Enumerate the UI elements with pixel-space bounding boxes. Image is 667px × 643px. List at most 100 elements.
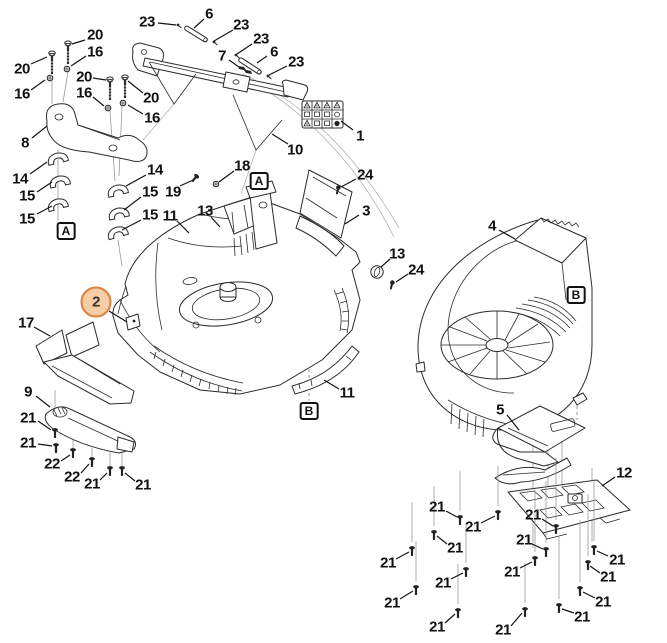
part-callout-5: 5 bbox=[496, 401, 504, 419]
part-callout-24: 24 bbox=[408, 261, 424, 279]
part-callout-21: 21 bbox=[429, 498, 445, 516]
leader-line bbox=[269, 66, 287, 75]
leader-line bbox=[128, 81, 143, 93]
leader-line bbox=[597, 551, 608, 556]
part-callout-21: 21 bbox=[595, 593, 611, 611]
part-callout-6: 6 bbox=[205, 5, 213, 23]
part-callout-16: 16 bbox=[14, 85, 30, 103]
part-callout-21: 21 bbox=[384, 594, 400, 612]
part-callout-16: 16 bbox=[76, 84, 92, 102]
leader-line bbox=[37, 206, 52, 214]
part-callout-14: 14 bbox=[147, 161, 163, 179]
part-callout-16: 16 bbox=[144, 109, 160, 127]
leader-line bbox=[128, 105, 143, 114]
part-callout-15: 15 bbox=[142, 183, 158, 201]
leader-line bbox=[446, 511, 457, 517]
part-callout-10: 10 bbox=[287, 141, 303, 159]
part-callout-7: 7 bbox=[218, 47, 226, 65]
view-reference-b: B bbox=[566, 286, 586, 304]
leader-line bbox=[437, 536, 447, 544]
mounting-bracket-art bbox=[46, 39, 147, 161]
leader-line bbox=[71, 56, 86, 66]
mower-deck-art bbox=[113, 181, 360, 395]
part-callout-21: 21 bbox=[574, 608, 590, 626]
leader-line bbox=[396, 552, 409, 559]
part-callout-15: 15 bbox=[19, 210, 35, 228]
part-callout-21: 21 bbox=[380, 554, 396, 572]
leader-line bbox=[36, 396, 50, 407]
part-callout-21: 21 bbox=[429, 618, 445, 636]
part-callout-21: 21 bbox=[447, 539, 463, 557]
part-callout-20: 20 bbox=[87, 26, 103, 44]
part-callout-14: 14 bbox=[12, 170, 28, 188]
part-callout-20: 20 bbox=[14, 60, 30, 78]
leader-line bbox=[30, 162, 47, 174]
base-plate-art bbox=[508, 480, 630, 539]
part-callout-13: 13 bbox=[389, 245, 405, 263]
leader-line bbox=[511, 613, 522, 626]
part-callout-21: 21 bbox=[84, 475, 100, 493]
part-callout-4: 4 bbox=[488, 217, 496, 235]
leader-line bbox=[583, 592, 595, 598]
part-callout-21: 21 bbox=[20, 434, 36, 452]
leader-line bbox=[229, 60, 239, 67]
part-callout-21: 21 bbox=[465, 518, 481, 536]
part-callout-21: 21 bbox=[504, 563, 520, 581]
leader-line bbox=[31, 57, 47, 64]
leader-line bbox=[37, 182, 52, 192]
part-callout-23: 23 bbox=[139, 13, 155, 31]
part-callout-23: 23 bbox=[233, 16, 249, 34]
part-callout-21: 21 bbox=[609, 551, 625, 569]
leader-line bbox=[451, 573, 463, 579]
leader-line bbox=[396, 274, 408, 282]
leader-line bbox=[93, 78, 106, 80]
leader-line bbox=[520, 562, 532, 568]
lower-rail-art bbox=[45, 407, 135, 477]
part-callout-23: 23 bbox=[288, 53, 304, 71]
leader-line bbox=[93, 97, 104, 106]
view-reference-a: A bbox=[249, 172, 269, 190]
part-callout-9: 9 bbox=[24, 383, 32, 401]
leader-line bbox=[219, 171, 234, 182]
part-callout-19: 19 bbox=[165, 183, 181, 201]
leader-line bbox=[109, 311, 127, 322]
part-callout-22: 22 bbox=[64, 468, 80, 486]
leader-line bbox=[180, 180, 193, 186]
part-callout-1: 1 bbox=[356, 127, 364, 145]
selected-part-callout-2[interactable]: 2 bbox=[80, 286, 112, 318]
leader-line bbox=[381, 259, 390, 267]
rail-bottom-art bbox=[292, 346, 359, 394]
leader-line bbox=[542, 519, 553, 526]
part-callout-16: 16 bbox=[87, 43, 103, 61]
leader-line bbox=[341, 121, 353, 130]
part-callout-11: 11 bbox=[339, 384, 355, 402]
leader-line bbox=[211, 217, 220, 227]
leader-line bbox=[257, 56, 267, 63]
part-callout-21: 21 bbox=[135, 476, 151, 494]
leader-line bbox=[32, 126, 47, 138]
part-callout-20: 20 bbox=[143, 89, 159, 107]
leader-line bbox=[602, 477, 615, 486]
part-callout-15: 15 bbox=[142, 206, 158, 224]
part-callout-20: 20 bbox=[76, 68, 92, 86]
leader-line bbox=[341, 179, 356, 187]
leader-line bbox=[31, 80, 45, 90]
part-callout-15: 15 bbox=[19, 187, 35, 205]
leader-line bbox=[122, 220, 141, 230]
part-callout-6: 6 bbox=[270, 43, 278, 61]
leader-line bbox=[158, 23, 176, 25]
leader-line bbox=[72, 40, 85, 44]
part-callout-11: 11 bbox=[162, 207, 178, 225]
part-callout-3: 3 bbox=[362, 202, 370, 220]
leader-line bbox=[81, 464, 89, 473]
handlebar-bracket-art bbox=[133, 23, 308, 150]
part-callout-8: 8 bbox=[21, 134, 29, 152]
leader-line bbox=[237, 44, 252, 54]
leader-line bbox=[499, 230, 515, 239]
part-callout-22: 22 bbox=[44, 455, 60, 473]
part-callout-18: 18 bbox=[234, 157, 250, 175]
part-callout-21: 21 bbox=[495, 621, 511, 639]
